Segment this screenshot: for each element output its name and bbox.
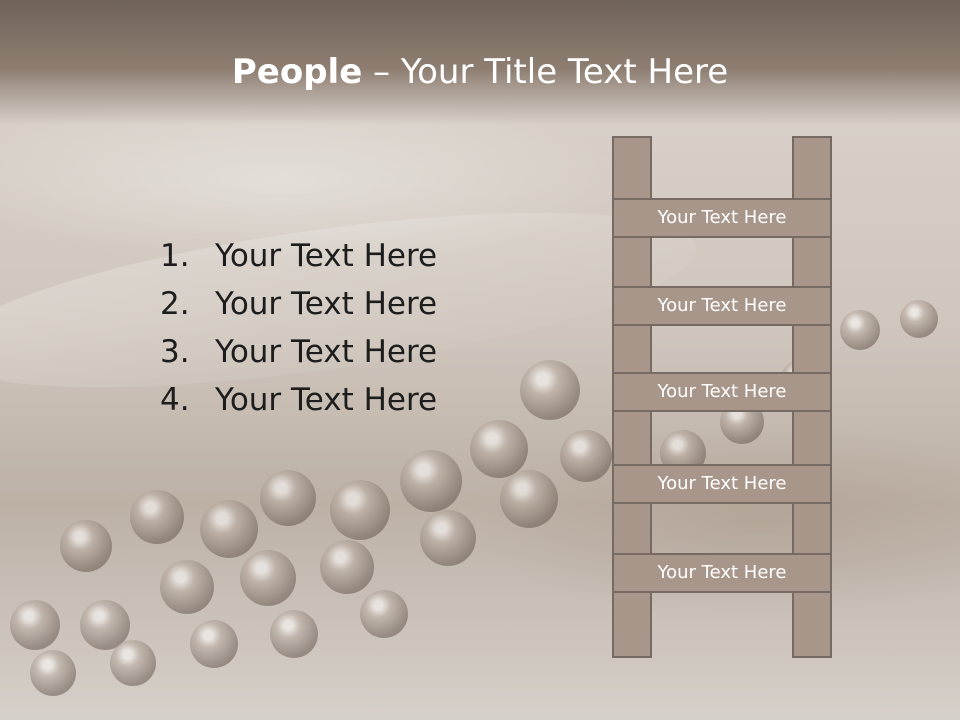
ladder-rung-1: Your Text Here bbox=[612, 198, 832, 238]
list-item: 3. Your Text Here bbox=[160, 328, 437, 376]
list-text: Your Text Here bbox=[215, 382, 438, 418]
title-bar bbox=[0, 0, 960, 125]
list-text: Your Text Here bbox=[215, 238, 438, 274]
title-rest: – Your Title Text Here bbox=[362, 52, 729, 92]
title-bold: People bbox=[231, 52, 363, 92]
list-item: 1. Your Text Here bbox=[160, 232, 437, 280]
list-text: Your Text Here bbox=[215, 286, 438, 322]
ladder-rung-4: Your Text Here bbox=[612, 464, 832, 504]
ladder-rung-2: Your Text Here bbox=[612, 286, 832, 326]
slide-title: People – Your Title Text Here bbox=[0, 52, 960, 92]
ladder-rung-5: Your Text Here bbox=[612, 553, 832, 593]
numbered-list: 1. Your Text Here 2. Your Text Here 3. Your… bbox=[160, 232, 437, 424]
list-number: 3. bbox=[160, 334, 190, 370]
list-number: 2. bbox=[160, 286, 190, 322]
list-number: 4. bbox=[160, 382, 190, 418]
list-item: 2. Your Text Here bbox=[160, 280, 437, 328]
list-text: Your Text Here bbox=[215, 334, 438, 370]
list-item: 4. Your Text Here bbox=[160, 376, 437, 424]
ladder-rung-3: Your Text Here bbox=[612, 372, 832, 412]
list-number: 1. bbox=[160, 238, 190, 274]
